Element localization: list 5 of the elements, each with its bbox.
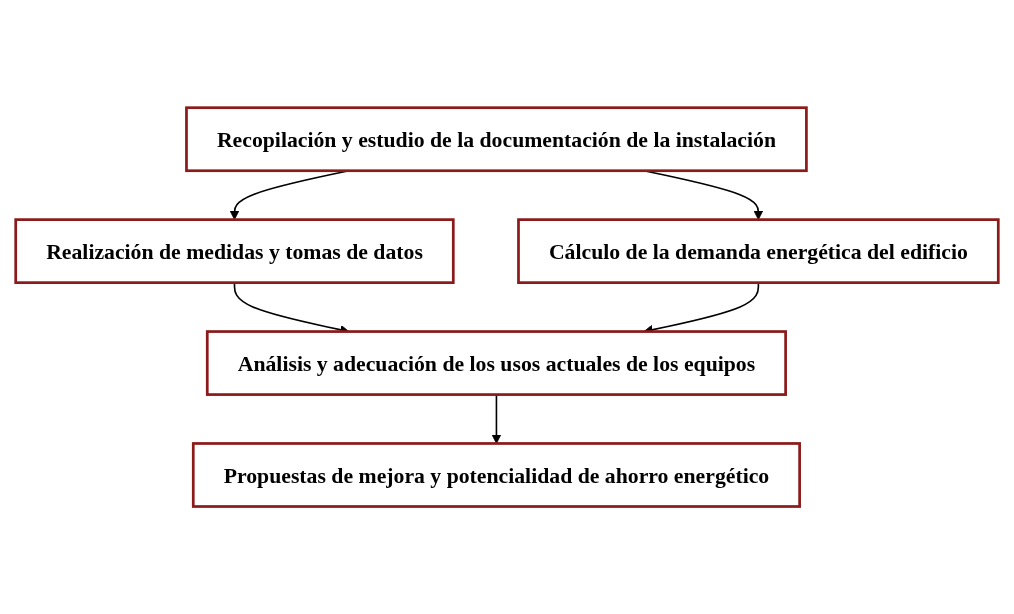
node-box: Análisis y adecuación de los usos actuales de los equipos (205, 330, 787, 396)
node-box: Propuestas de mejora y potencialidad de ahorro energético (191, 442, 801, 508)
node-box: Realización de medidas y tomas de datos (14, 218, 455, 284)
node-box: Cálculo de la demanda energética del edificio (517, 218, 1000, 284)
node-box: Recopilación y estudio de la documentación de la instalación (185, 106, 808, 172)
